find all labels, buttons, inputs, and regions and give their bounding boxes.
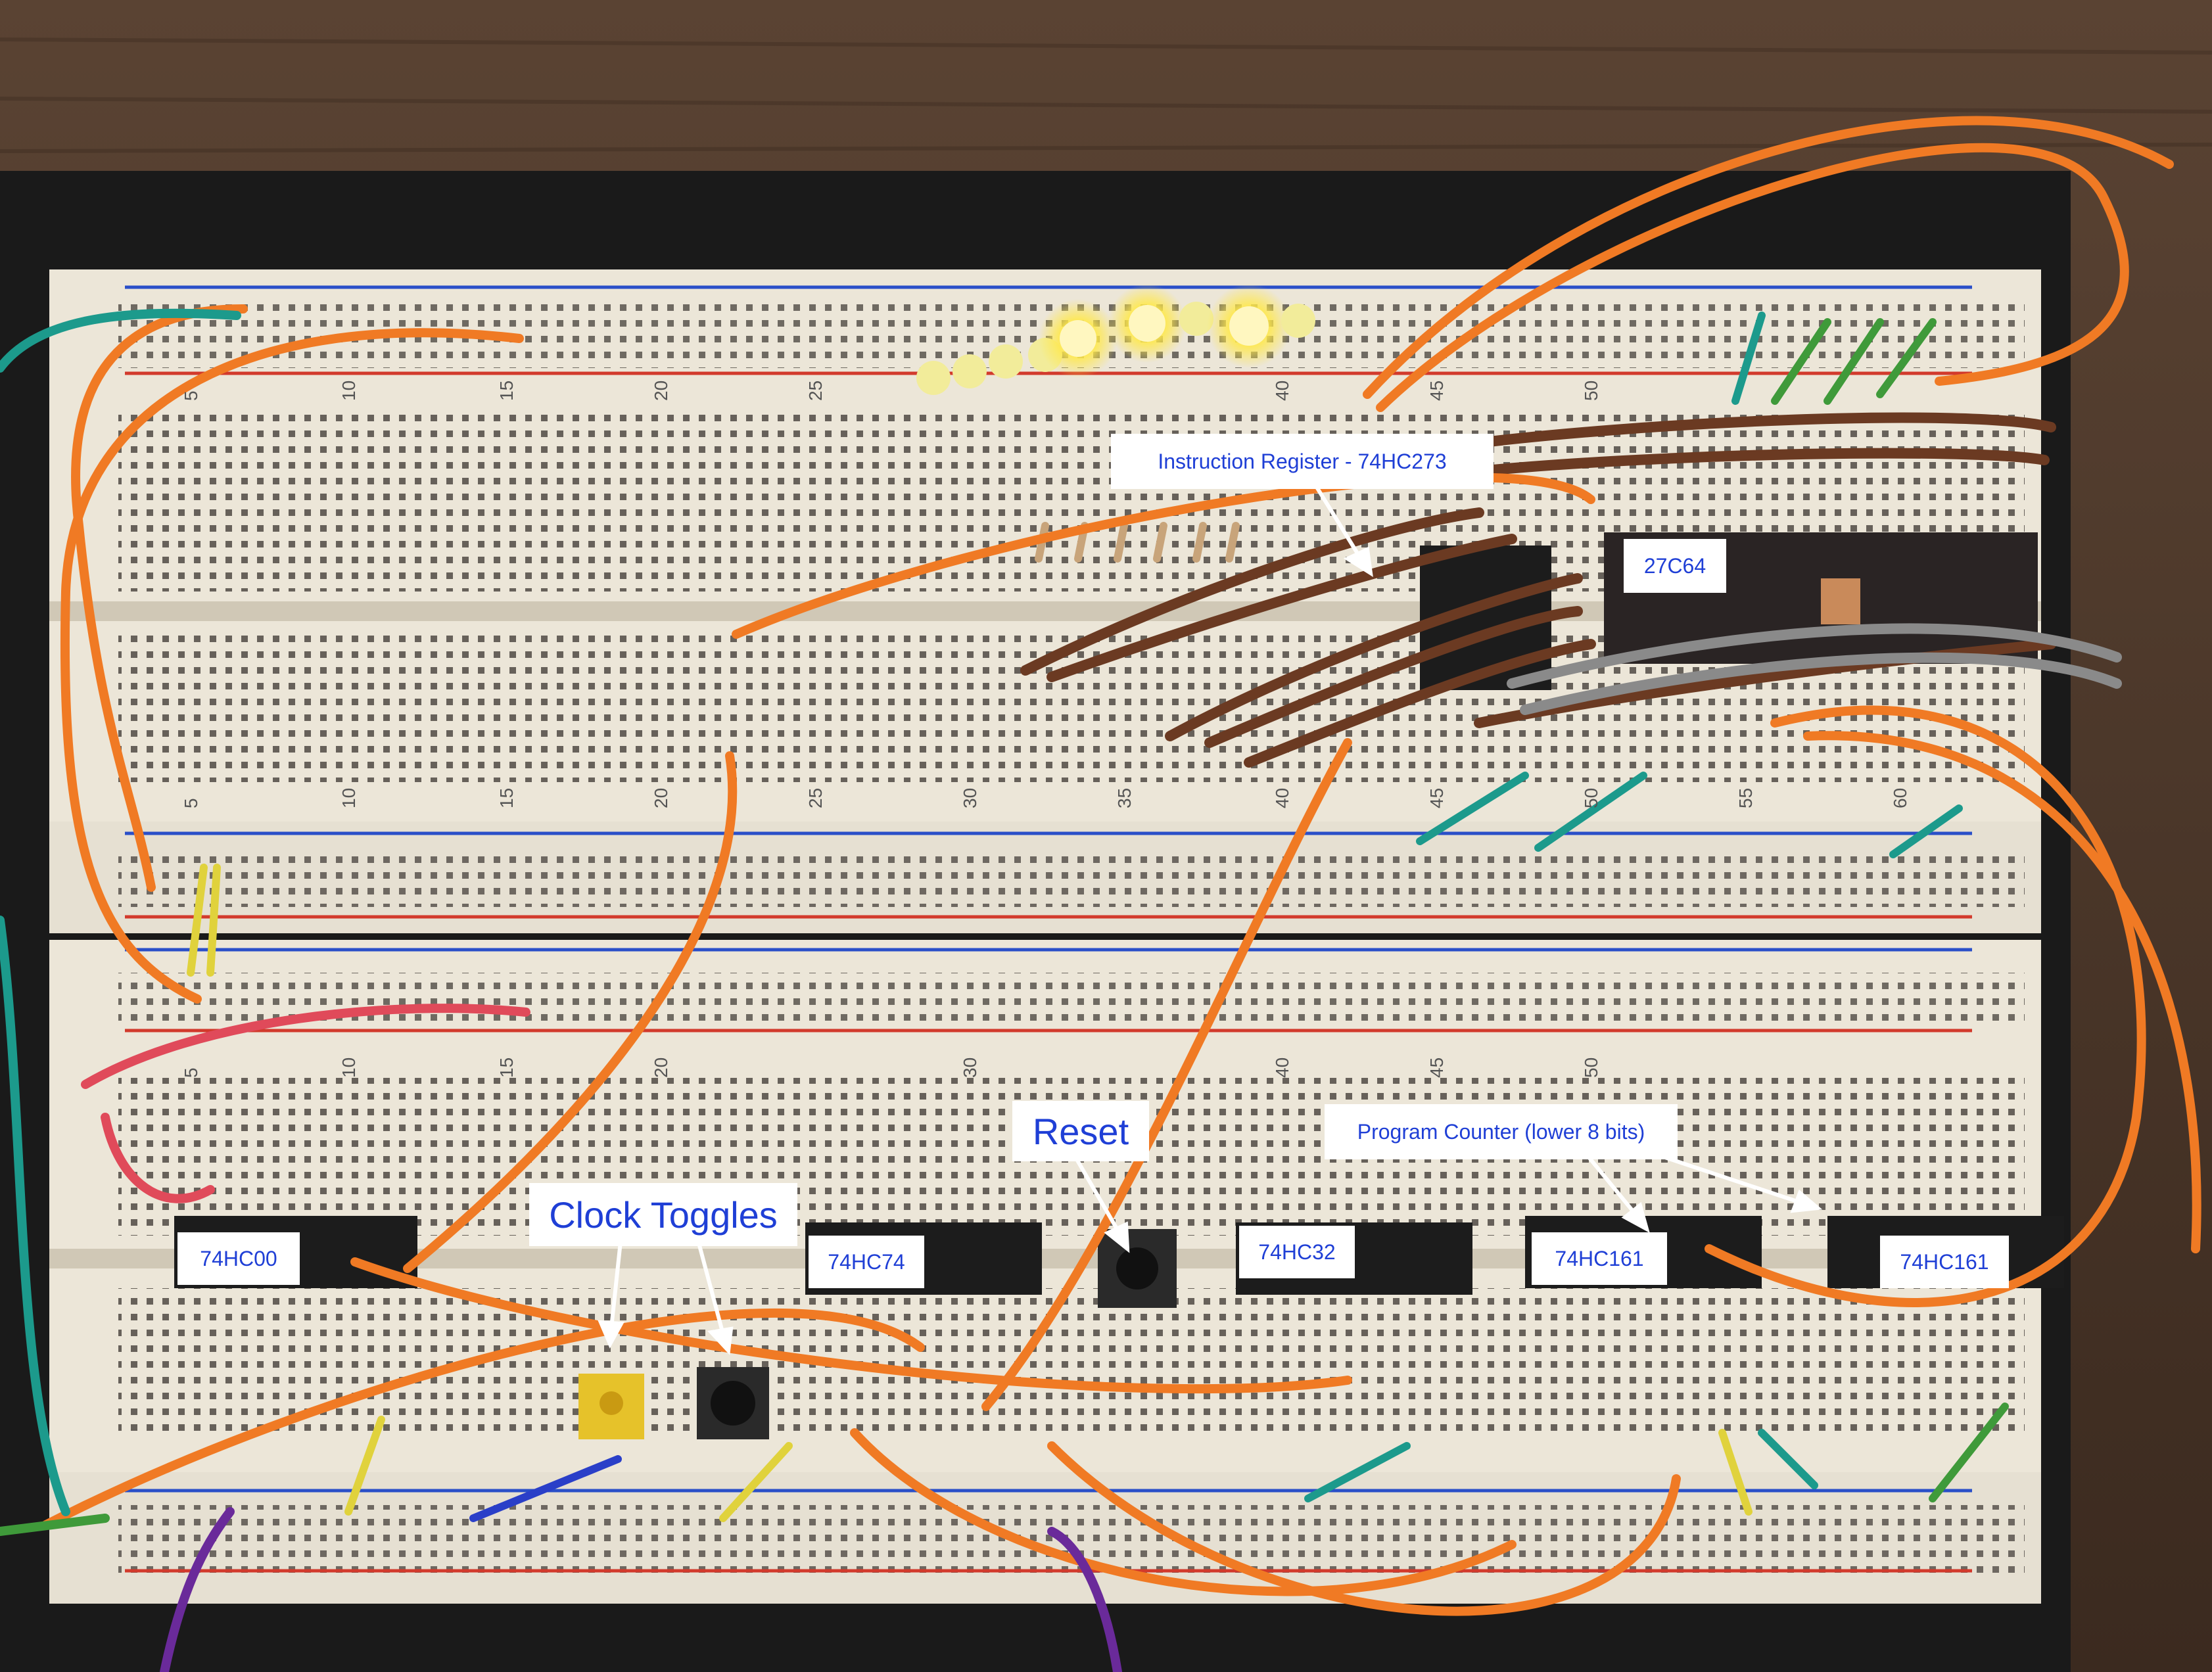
wood-grain: [0, 37, 2212, 153]
col-num: 60: [1890, 788, 1910, 808]
col-num: 40: [1272, 381, 1292, 401]
gray-wires: [1507, 623, 2122, 715]
col-num: 35: [1114, 788, 1135, 808]
column-numbers-top: 5 10 15 20 25 40 45 50: [181, 381, 1601, 401]
col-num: 45: [1426, 381, 1447, 401]
col-num: 45: [1426, 1057, 1447, 1078]
chip-74hc74-label: 74HC74: [809, 1236, 924, 1288]
col-num: 45: [1426, 788, 1447, 808]
orange-wires: [41, 116, 2201, 1616]
chip-74hc00-label: 74HC00: [177, 1232, 300, 1285]
col-num: 50: [1581, 1057, 1601, 1078]
reset-button-cap: [1116, 1247, 1158, 1289]
brown-wires: [1020, 412, 2056, 768]
col-num: 5: [181, 1067, 201, 1078]
col-num: 40: [1272, 1057, 1292, 1078]
col-num: 30: [960, 788, 980, 808]
edge-wires: [0, 308, 1122, 1672]
col-num: 5: [181, 390, 201, 401]
col-num: 30: [960, 1057, 980, 1078]
col-num: 40: [1272, 788, 1292, 808]
short-jumpers: [187, 312, 2009, 1522]
program-counter-label: Program Counter (lower 8 bits): [1325, 1104, 1678, 1159]
col-num: 10: [339, 788, 359, 808]
col-num: 20: [651, 788, 671, 808]
col-num: 50: [1581, 381, 1601, 401]
col-num: 50: [1581, 788, 1601, 808]
col-num: 15: [496, 1057, 517, 1078]
reset-label: Reset: [1012, 1101, 1149, 1161]
col-num: 20: [651, 1057, 671, 1078]
eprom-window: [1821, 578, 1860, 624]
chip-74hc161-a-label: 74HC161: [1532, 1232, 1667, 1285]
column-numbers-bottom: 5 10 15 20 30 40 45 50: [181, 1057, 1601, 1078]
col-num: 25: [805, 381, 826, 401]
col-num: 10: [339, 1057, 359, 1078]
col-num: 25: [805, 788, 826, 808]
holes-mid-rail-b: [118, 973, 2025, 1025]
holes-bottom-terminal-b: [118, 1288, 2025, 1439]
power-rail-lines: [125, 285, 1972, 1573]
holes-mid-rail-a: [118, 854, 2025, 907]
col-num: 15: [496, 381, 517, 401]
column-numbers-mid: 5 10 15 20 25 30 35 40 45 50 55 60: [181, 788, 1910, 808]
led-array: [916, 284, 1315, 395]
col-num: 20: [651, 381, 671, 401]
clock-toggle-yellow-cap: [600, 1391, 623, 1415]
col-num: 55: [1735, 788, 1756, 808]
chip-74hc32-label: 74HC32: [1239, 1226, 1355, 1278]
chip-74hc161-b-label: 74HC161: [1880, 1236, 2009, 1288]
eeprom-label: 27C64: [1624, 539, 1726, 593]
clock-button-cap: [711, 1381, 755, 1426]
clock-toggles-label: Clock Toggles: [529, 1183, 797, 1246]
col-num: 10: [339, 381, 359, 401]
col-num: 15: [496, 788, 517, 808]
col-num: 5: [181, 798, 201, 808]
instruction-register-label: Instruction Register - 74HC273: [1111, 434, 1494, 489]
